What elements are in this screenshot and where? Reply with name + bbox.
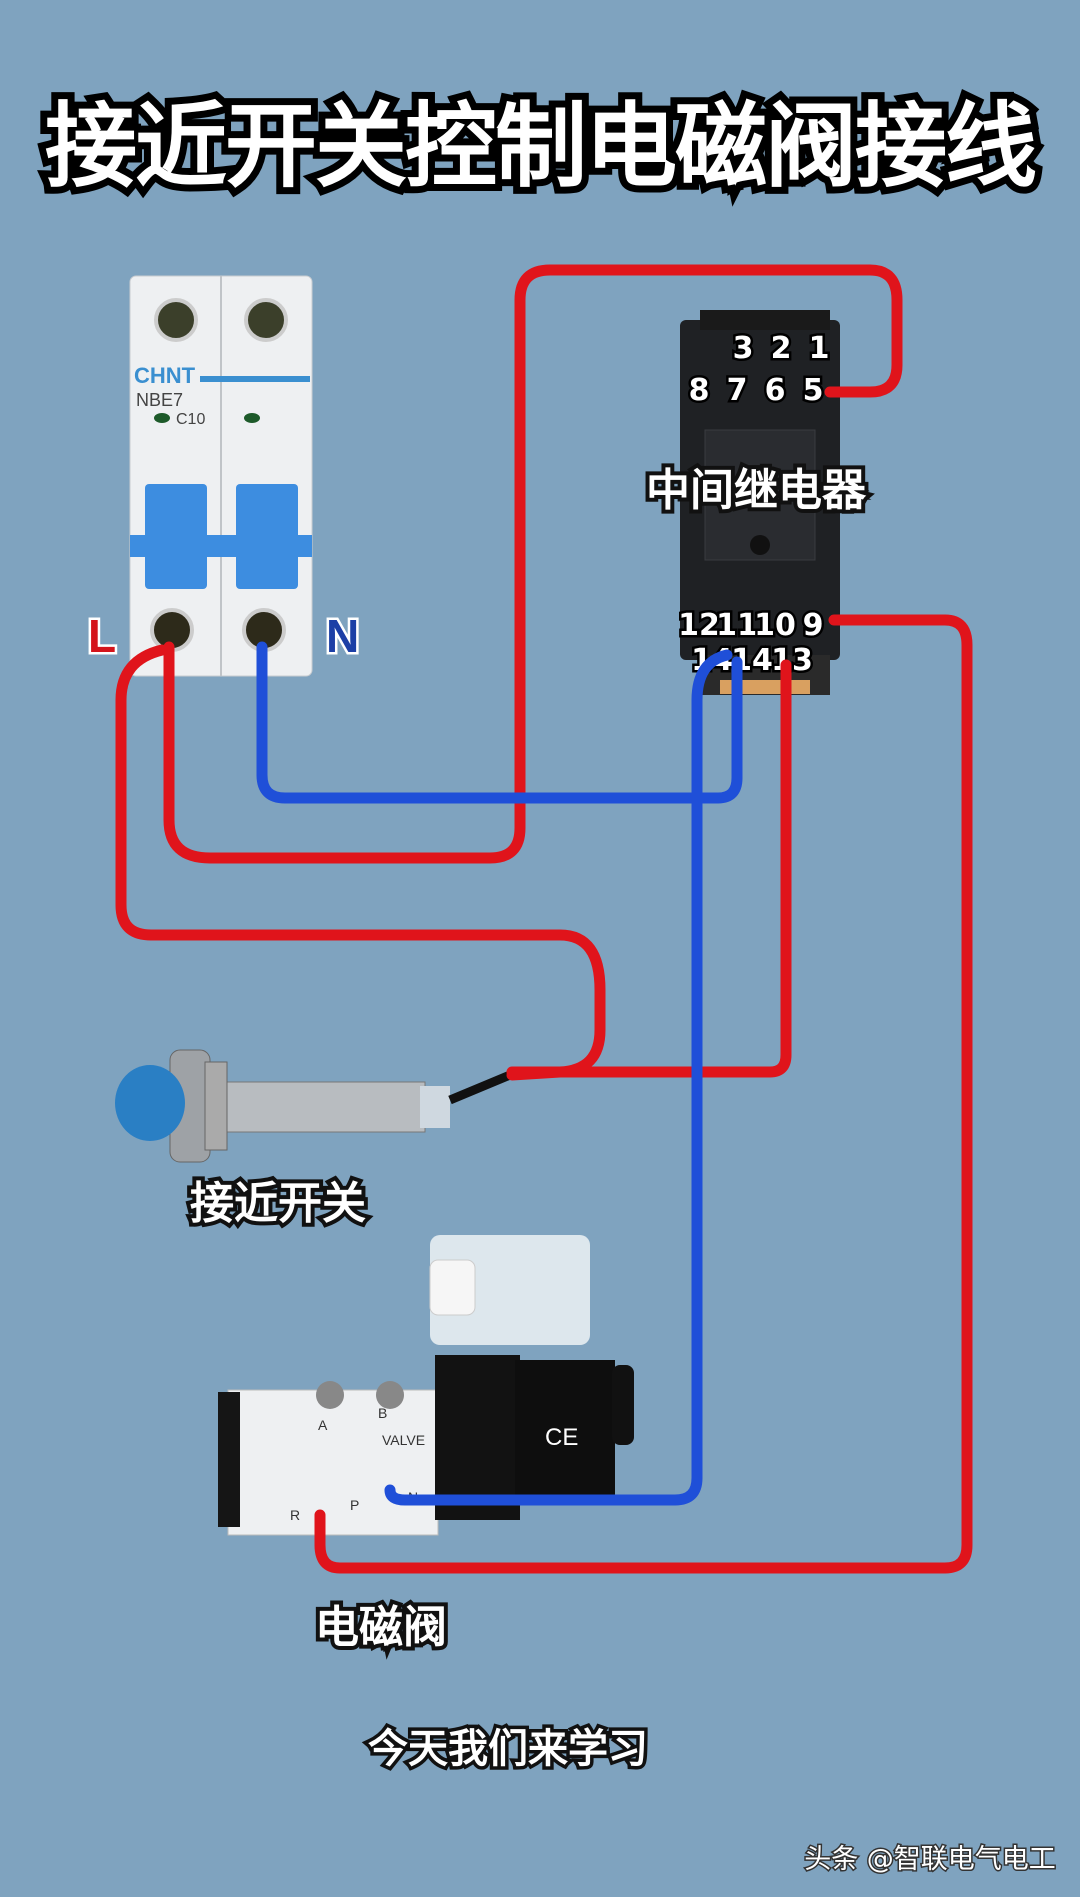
terminal-screw-icon [154,298,198,342]
port-a-label: A [318,1417,328,1433]
relay-terminal-6: 6 [765,373,786,408]
relay-terminal-7: 7 [727,373,748,408]
relay-terminal-1: 1 [809,331,830,366]
neutral-label: N [326,610,359,662]
wire-L-to-relay5 [163,264,903,864]
watermark-footer: 头条 @智联电气电工 [804,1844,1056,1875]
terminal-screw-icon [244,298,288,342]
solenoid-valve: A B VALVE R P N CE [218,1235,634,1536]
relay-terminal-10: 10 [754,608,796,643]
ce-mark: CE [545,1424,578,1451]
wires [115,264,973,1574]
relay-terminal-3: 3 [733,331,754,366]
relay-terminal-2: 2 [771,331,792,366]
relay-terminal-8: 8 [689,373,710,408]
breaker-model: NBE7 [136,390,183,410]
port-b-label: B [378,1405,387,1421]
relay-terminal-9: 9 [803,608,824,643]
wire-sensor-to-relay13 [506,659,792,1078]
diagram-title: 接近开关控制电磁阀接线 [45,93,1036,200]
sensor-label: 接近开关 [190,1178,366,1229]
breaker-brand: CHNT [134,363,196,388]
wire-L-to-sensor [115,644,606,1081]
relay-terminal-11: 11 [716,608,758,643]
relay-terminal-5: 5 [803,373,824,408]
live-label: L [88,610,116,662]
port-p-label: P [350,1497,359,1513]
breaker-rating: C10 [176,411,205,428]
relay-label: 中间继电器 [646,465,867,516]
subtitle: 今天我们来学习 [368,1726,648,1772]
wire-relay9-to-valve [314,614,973,1574]
circuit-breaker: CHNT NBE7 C10 [129,275,313,677]
port-r-label: R [290,1507,300,1523]
wire-N-to-relay14 [256,641,743,804]
valve-label: 电磁阀 [315,1602,447,1653]
proximity-sensor [115,1049,512,1163]
relay-terminal-13: 13 [771,643,813,678]
valve-badge: VALVE [382,1432,425,1448]
relay-socket [680,310,840,695]
wire-relay14-to-valve [384,649,733,1506]
relay-terminal-12: 12 [678,608,720,643]
